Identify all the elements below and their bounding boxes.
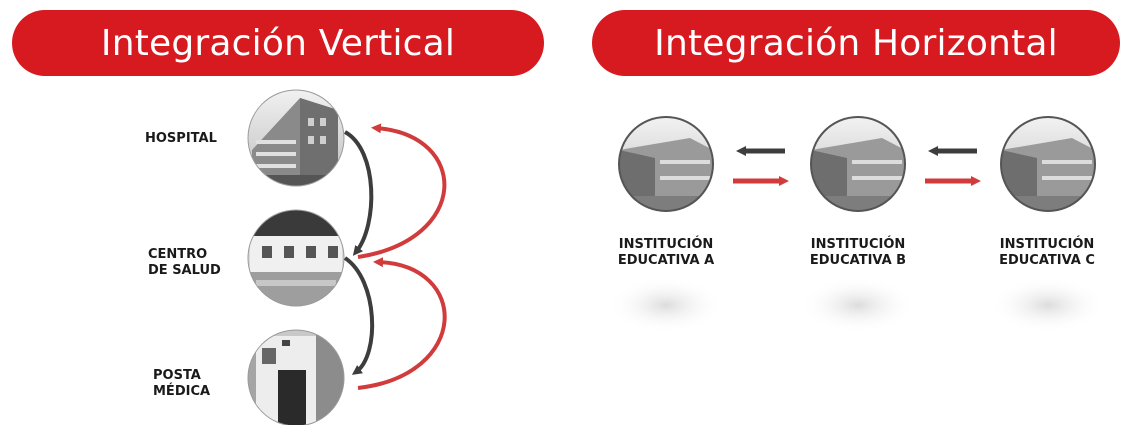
photo-frame <box>247 209 345 307</box>
institution-label-a: INSTITUCIÓN EDUCATIVA A <box>617 237 715 268</box>
vertical-integration-title: Integración Vertical <box>12 10 544 76</box>
photo-frame <box>247 89 345 187</box>
arrow-centro-to-hospital <box>357 123 447 259</box>
arrow-hospital-to-centro <box>343 130 374 256</box>
level-label-posta-medica: POSTA MÉDICA <box>153 368 211 399</box>
photo-frame <box>247 329 345 425</box>
level-label-centro-de-salud: CENTRO DE SALUD <box>148 247 221 278</box>
arrow-centro-to-posta <box>343 256 375 375</box>
institution-label-c: INSTITUCIÓN EDUCATIVA C <box>999 237 1095 268</box>
horizontal-integration-title: Integración Horizontal <box>592 10 1120 76</box>
hospital-photo <box>248 90 344 186</box>
photo-shadow <box>800 277 916 333</box>
photo-frame <box>618 116 714 212</box>
photo-shadow <box>990 277 1106 333</box>
institution-label-b: INSTITUCIÓN EDUCATIVA B <box>809 237 907 268</box>
level-label-hospital: HOSPITAL <box>145 131 217 146</box>
photo-frame <box>810 116 906 212</box>
school-b-photo <box>811 117 905 211</box>
arrow-posta-to-centro <box>357 257 447 390</box>
health-center-photo <box>248 210 344 306</box>
photo-shadow <box>608 277 724 333</box>
photo-frame <box>1000 116 1096 212</box>
